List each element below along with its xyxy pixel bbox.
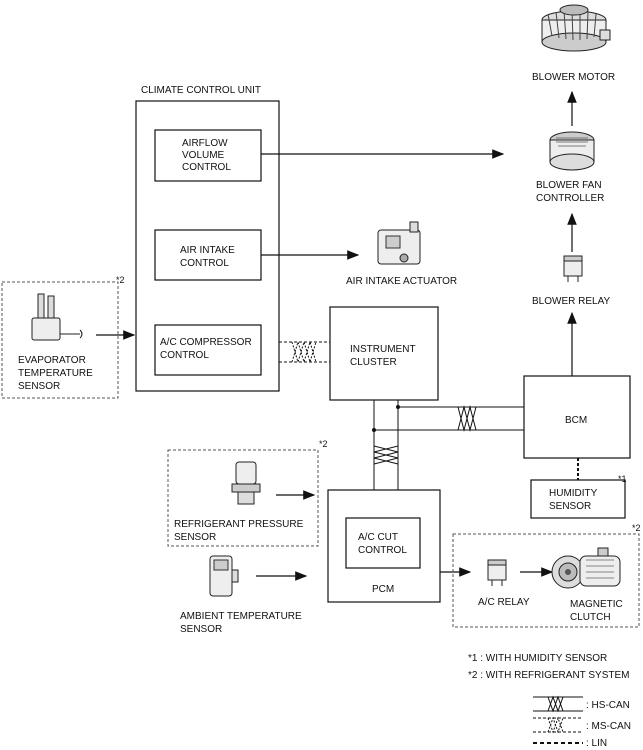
- blower-fan-controller-icon: [549, 131, 595, 171]
- note-humidity: *1 : WITH HUMIDITY SENSOR: [468, 653, 607, 664]
- ac-relay-clutch-group: [452, 533, 640, 628]
- hs-can-link-cluster-bcm: [396, 405, 524, 432]
- ac-cut-label-2: CONTROL: [358, 545, 407, 556]
- airflow-label-1: AIRFLOW: [182, 138, 228, 149]
- climate-control-unit-label: CLIMATE CONTROL UNIT: [141, 85, 261, 96]
- ac-cut-label-1: A/C CUT: [358, 532, 398, 543]
- blower-fan-label-1: BLOWER FAN: [536, 180, 602, 191]
- instrument-label-2: CLUSTER: [350, 357, 397, 368]
- ac-relay-label: A/C RELAY: [478, 597, 530, 608]
- ambient-label-2: SENSOR: [180, 624, 222, 635]
- magnetic-clutch-compressor-icon: [551, 547, 621, 589]
- evap-label-3: SENSOR: [18, 381, 60, 392]
- evap-label-2: TEMPERATURE: [18, 368, 93, 379]
- clutch-label-1: MAGNETIC: [570, 599, 623, 610]
- ms-can-link-acu-cluster: [279, 340, 330, 364]
- air-intake-label-1: AIR INTAKE: [180, 245, 235, 256]
- ac-comp-label-2: CONTROL: [160, 350, 209, 361]
- humidity-mark: *1: [618, 474, 627, 484]
- humidity-sensor-box: [530, 479, 626, 519]
- blower-motor-label: BLOWER MOTOR: [532, 72, 615, 83]
- evaporator-sensor-group: [1, 281, 119, 399]
- ac-compressor-control-box: [154, 324, 262, 376]
- evaporator-temperature-sensor-icon: [31, 293, 83, 341]
- legend-ms-can-swatch: [533, 716, 583, 734]
- blower-motor-icon: [541, 4, 611, 52]
- airflow-volume-control-box: [154, 129, 262, 182]
- blower-fan-label-2: CONTROLLER: [536, 193, 604, 204]
- humidity-label-1: HUMIDITY: [549, 488, 598, 499]
- refrigerant-sensor-group: [167, 449, 319, 547]
- legend-hs-can-label: : HS-CAN: [586, 700, 630, 711]
- ac-relay-icon: [487, 559, 507, 586]
- air-intake-actuator-label: AIR INTAKE ACTUATOR: [346, 276, 457, 287]
- legend-ms-can-label: : MS-CAN: [586, 721, 631, 732]
- note-refrigerant: *2 : WITH REFRIGERANT SYSTEM: [468, 670, 630, 681]
- bcm-box: [523, 375, 631, 459]
- humidity-label-2: SENSOR: [549, 501, 591, 512]
- hs-can-link-cluster-pcm: [372, 400, 399, 490]
- ac-comp-label-1: A/C COMPRESSOR: [160, 337, 252, 348]
- pcm-label: PCM: [372, 584, 394, 595]
- ambient-label-1: AMBIENT TEMPERATURE: [180, 611, 302, 622]
- blower-relay-icon: [563, 255, 583, 282]
- air-intake-control-box: [154, 229, 262, 281]
- blower-relay-label: BLOWER RELAY: [532, 296, 610, 307]
- instrument-cluster-box: [329, 306, 439, 401]
- airflow-label-2: VOLUME: [182, 150, 225, 161]
- refrigerant-pressure-sensor-icon: [231, 461, 261, 505]
- refrig-label-1: REFRIGERANT PRESSURE: [174, 519, 304, 530]
- refrig-label-2: SENSOR: [174, 532, 216, 543]
- ac-cut-control-box: [345, 517, 421, 569]
- legend-hs-can-swatch: [533, 695, 583, 713]
- airflow-label-3: CONTROL: [182, 162, 231, 173]
- evaporator-group-mark: *2: [116, 275, 125, 285]
- refrigerant-group-mark: *2: [319, 439, 328, 449]
- air-intake-label-2: CONTROL: [180, 258, 229, 269]
- bcm-label: BCM: [565, 415, 587, 426]
- air-intake-actuator-icon: [377, 221, 421, 265]
- instrument-label-1: INSTRUMENT: [350, 344, 416, 355]
- clutch-label-2: CLUTCH: [570, 612, 611, 623]
- ambient-temperature-sensor-icon: [209, 555, 239, 597]
- evap-label-1: EVAPORATOR: [18, 355, 86, 366]
- ac-relay-group-mark: *2: [632, 523, 641, 533]
- legend-lin-label: : LIN: [586, 738, 607, 749]
